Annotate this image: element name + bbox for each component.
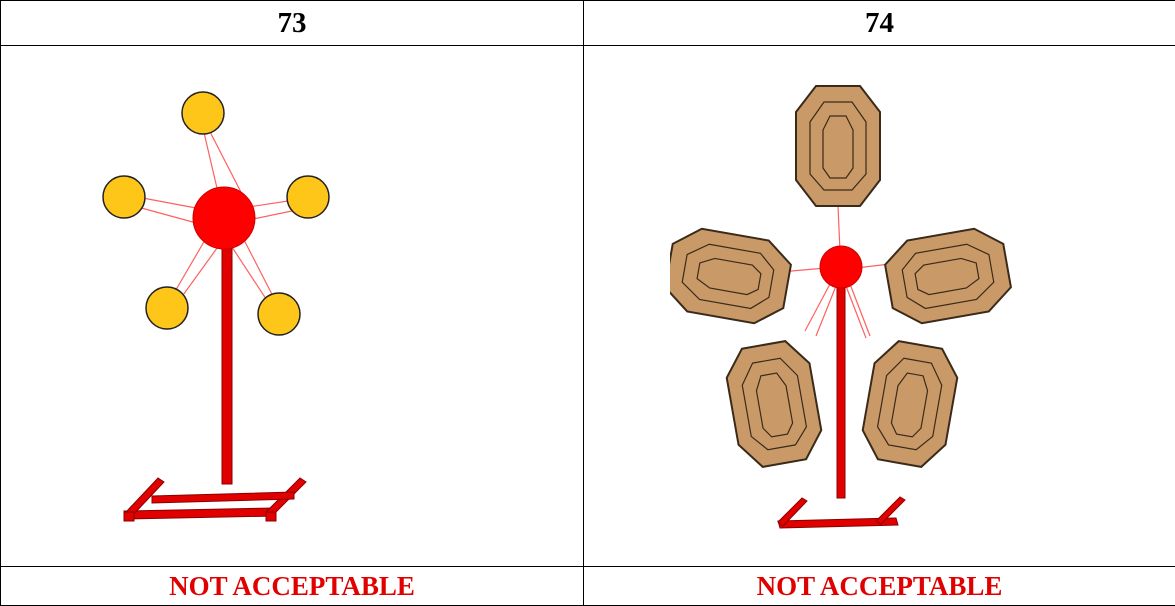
stand-pole [222,236,232,484]
target-stand-round-plates-illustration [82,46,502,566]
stand-base [778,497,905,528]
octagon-target [722,338,826,471]
octagon-target [881,224,1014,328]
verdict-row: NOT ACCEPTABLE NOT ACCEPTABLE [1,567,1175,606]
round-plate [258,293,300,335]
verdict-73: NOT ACCEPTABLE [1,567,584,606]
round-plate [103,176,145,218]
item-number-73: 73 [1,1,584,46]
round-plate [182,92,224,134]
octagon-target [670,224,794,328]
verdict-74: NOT ACCEPTABLE [584,567,1175,606]
stand-pole [837,276,845,498]
target-stand-octagon-targets-illustration [670,46,1090,566]
round-plate [146,287,188,329]
illustration-74-cell [584,46,1175,567]
header-row: 73 74 [1,1,1175,46]
illustration-73-cell [1,46,584,567]
stand-hub [193,187,255,249]
image-row [1,46,1175,567]
item-number-74: 74 [584,1,1175,46]
stand-base [124,478,306,521]
round-plate [287,176,329,218]
stand-hub [820,246,862,288]
octagon-target [796,86,880,206]
octagon-target [858,338,962,471]
